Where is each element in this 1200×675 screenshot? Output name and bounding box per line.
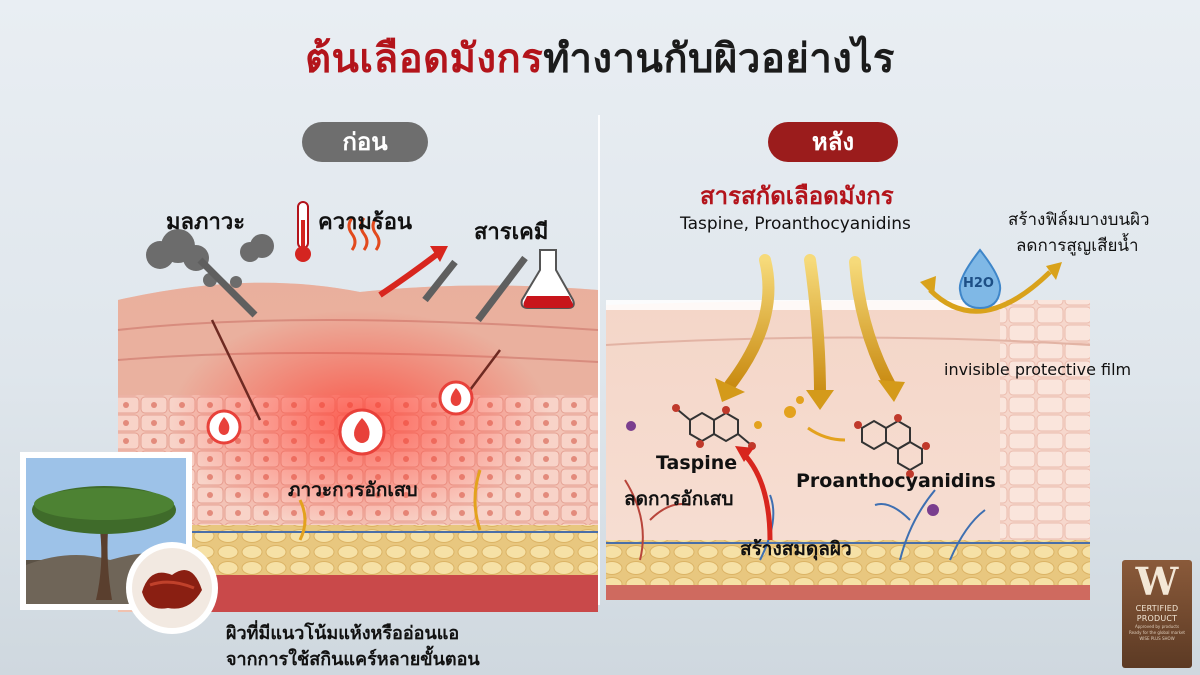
pollution-label: มลภาวะ xyxy=(166,210,246,235)
reduce-arrow-head xyxy=(735,446,754,462)
water-droplet-icon xyxy=(958,248,1002,310)
caption-line-1: ผิวที่มีแนวโน้มแห้งหรืออ่อนแอ xyxy=(226,623,460,644)
before-label: ก่อน xyxy=(302,122,428,162)
thermometer-icon xyxy=(295,201,311,262)
skin-block-after xyxy=(605,300,1091,600)
extract-arrow-heads xyxy=(715,378,905,410)
film-arrow-head-right xyxy=(1046,262,1062,280)
proantho-label: Proanthocyanidins xyxy=(796,470,996,492)
badge-line-2: PRODUCT xyxy=(1136,614,1178,623)
title-rest: ทำงานกับผิวอย่างไร xyxy=(543,36,895,82)
resin-photo xyxy=(126,542,218,634)
fire-icon xyxy=(338,408,386,456)
protective-film-label: invisible protective film xyxy=(944,360,1132,379)
heat-arrow-head xyxy=(430,246,448,262)
h2o-label: H2O xyxy=(963,276,994,291)
after-label: หลัง xyxy=(768,122,898,162)
fire-icon xyxy=(438,380,474,416)
page-title: ต้นเลือดมังกรทำงานกับผิวอย่างไร xyxy=(0,26,1200,90)
dot-arrow xyxy=(807,426,846,442)
film-label-line-1: สร้างฟิล์มบางบนผิว xyxy=(1008,210,1150,230)
film-arrow-head-left xyxy=(920,276,936,296)
section-divider xyxy=(598,115,600,605)
taspine-label: Taspine xyxy=(656,452,738,474)
extract-arrows xyxy=(724,254,896,401)
compounds-label: Taspine, Proanthocyanidins xyxy=(680,214,911,234)
reduce-inflammation-label: ลดการอักเสบ xyxy=(624,488,734,510)
stressor-arrows xyxy=(197,255,528,323)
badge-tiny-2: Ready for the global market xyxy=(1129,630,1185,635)
title-highlight: ต้นเลือดมังกร xyxy=(305,36,544,82)
chemical-label: สารเคมี xyxy=(474,220,549,245)
badge-line-1: CERTIFIED xyxy=(1135,604,1179,613)
heat-arrow xyxy=(378,249,442,298)
certified-badge: W CERTIFIED PRODUCT Approved by products… xyxy=(1122,560,1192,668)
fire-icon xyxy=(206,409,242,445)
badge-letter: W xyxy=(1135,559,1179,604)
caption-line-2: จากการใช้สกินแคร์หลายขั้นตอน xyxy=(226,649,480,670)
penetration-arrows xyxy=(210,319,501,421)
film-arrows xyxy=(928,270,1052,314)
film-label-line-2: ลดการสูญเสียน้ำ xyxy=(1016,236,1139,256)
inflammation-label: ภาวะการอักเสบ xyxy=(288,479,418,501)
heat-waves-icon xyxy=(347,217,381,251)
molecule-taspine-icon xyxy=(672,404,756,450)
molecule-proantho-icon xyxy=(854,414,930,478)
badge-tiny-3: WISE PLUS SHOW xyxy=(1139,636,1175,641)
particle-dots xyxy=(626,396,939,516)
extract-label: สารสกัดเลือดมังกร xyxy=(700,182,894,210)
balance-label: สร้างสมดุลผิว xyxy=(740,538,852,560)
reduce-arrow xyxy=(740,450,773,541)
badge-tiny-1: Approved by products xyxy=(1134,624,1180,629)
flask-icon xyxy=(520,249,575,309)
heat-label: ความร้อน xyxy=(318,210,412,235)
